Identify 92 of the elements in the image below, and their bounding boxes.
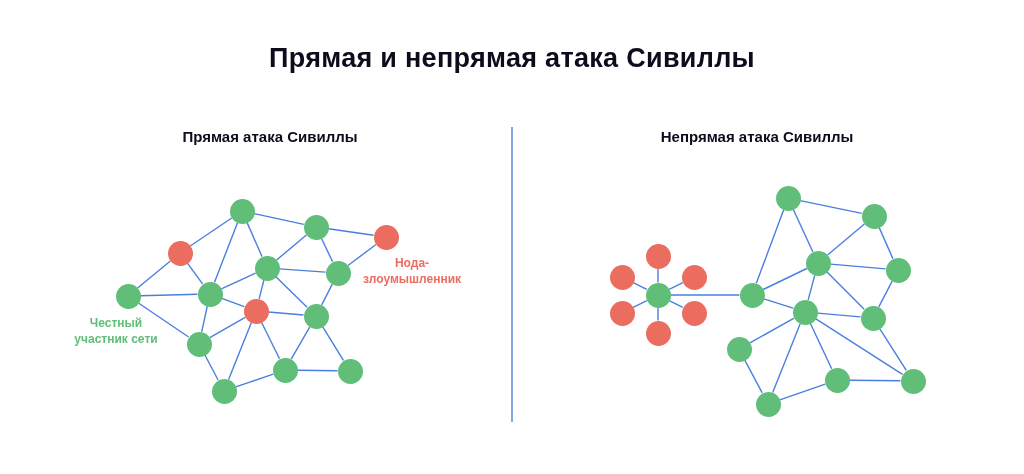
- connector-line: [657, 267, 659, 284]
- node-circle: [609, 300, 635, 326]
- node-circle: [681, 264, 707, 290]
- connector-line: [213, 222, 239, 283]
- connector-line: [657, 306, 659, 322]
- connector-line: [137, 302, 190, 338]
- connector-line: [136, 260, 172, 289]
- section-heading: Прямая атака Сивиллы: [182, 128, 358, 146]
- connector-line: [275, 234, 308, 261]
- connector-line: [744, 359, 763, 394]
- connector-line: [762, 267, 808, 291]
- connector-line: [296, 369, 339, 372]
- connector-line: [139, 293, 199, 297]
- node-circle: [645, 282, 671, 308]
- node-circle: [860, 305, 886, 331]
- connector-line: [209, 316, 246, 339]
- node-circle: [900, 368, 926, 394]
- connector-line: [669, 294, 741, 296]
- connector-line: [878, 280, 893, 308]
- connector-line: [816, 312, 862, 318]
- node-circle: [197, 281, 223, 307]
- node-circle: [303, 214, 329, 240]
- connector-line: [829, 263, 887, 270]
- node-circle: [229, 198, 255, 224]
- node-circle: [805, 250, 831, 276]
- node-circle: [167, 240, 193, 266]
- node-circle: [211, 378, 237, 404]
- connector-line: [321, 283, 333, 306]
- node-circle: [337, 358, 363, 384]
- diagram-title: Прямая и непрямая атака Сивиллы: [269, 42, 755, 75]
- connector-line: [321, 325, 345, 362]
- node-circle: [325, 260, 351, 286]
- connector-line: [327, 228, 375, 236]
- node-circle: [243, 298, 269, 324]
- node-caption: Нода-злоумышленник: [362, 255, 462, 287]
- connector-line: [763, 298, 794, 309]
- node-circle: [755, 391, 781, 417]
- node-circle: [792, 299, 818, 325]
- node-circle: [303, 303, 329, 329]
- node-circle: [775, 185, 801, 211]
- node-caption: Честный участник сети: [73, 315, 159, 347]
- connector-line: [826, 223, 866, 256]
- connector-line: [848, 379, 902, 382]
- connector-line: [189, 217, 233, 247]
- connector-line: [278, 268, 327, 273]
- node-circle: [739, 282, 765, 308]
- node-circle: [885, 257, 911, 283]
- connector-line: [347, 243, 377, 267]
- connector-line: [668, 281, 684, 291]
- connector-line: [807, 274, 816, 301]
- section-heading: Непрямая атака Сивиллы: [660, 128, 854, 146]
- connector-line: [668, 299, 684, 309]
- connector-line: [320, 237, 334, 263]
- node-circle: [726, 336, 752, 362]
- connector-line: [799, 199, 863, 215]
- connector-line: [749, 317, 795, 344]
- connector-line: [246, 221, 263, 258]
- node-circle: [824, 367, 850, 393]
- connector-line: [632, 299, 648, 309]
- connector-line: [204, 354, 219, 381]
- connector-line: [809, 322, 833, 370]
- connector-line: [755, 209, 785, 284]
- node-circle: [272, 357, 298, 383]
- connector-line: [221, 297, 245, 308]
- connector-line: [290, 326, 311, 360]
- node-circle: [373, 224, 399, 250]
- connector-line: [235, 373, 274, 388]
- connector-line: [814, 318, 904, 375]
- connector-line: [879, 327, 907, 372]
- connector-line: [253, 212, 305, 226]
- node-circle: [681, 300, 707, 326]
- connector-line: [779, 383, 826, 401]
- connector-line: [632, 281, 648, 291]
- connector-line: [258, 279, 265, 300]
- node-circle: [254, 255, 280, 281]
- connector-line: [220, 272, 257, 290]
- connector-line: [201, 305, 208, 333]
- connector-line: [792, 208, 814, 253]
- connector-line: [878, 226, 894, 260]
- connector-line: [186, 262, 204, 285]
- node-circle: [645, 243, 671, 269]
- connector-line: [260, 321, 281, 360]
- connector-line: [275, 276, 308, 308]
- node-circle: [115, 283, 141, 309]
- connector-line: [772, 322, 801, 394]
- node-circle: [861, 203, 887, 229]
- connector-line: [267, 311, 305, 316]
- node-circle: [609, 264, 635, 290]
- connector-line: [227, 321, 253, 381]
- connector-line: [826, 271, 865, 310]
- node-circle: [186, 331, 212, 357]
- node-circle: [645, 320, 671, 346]
